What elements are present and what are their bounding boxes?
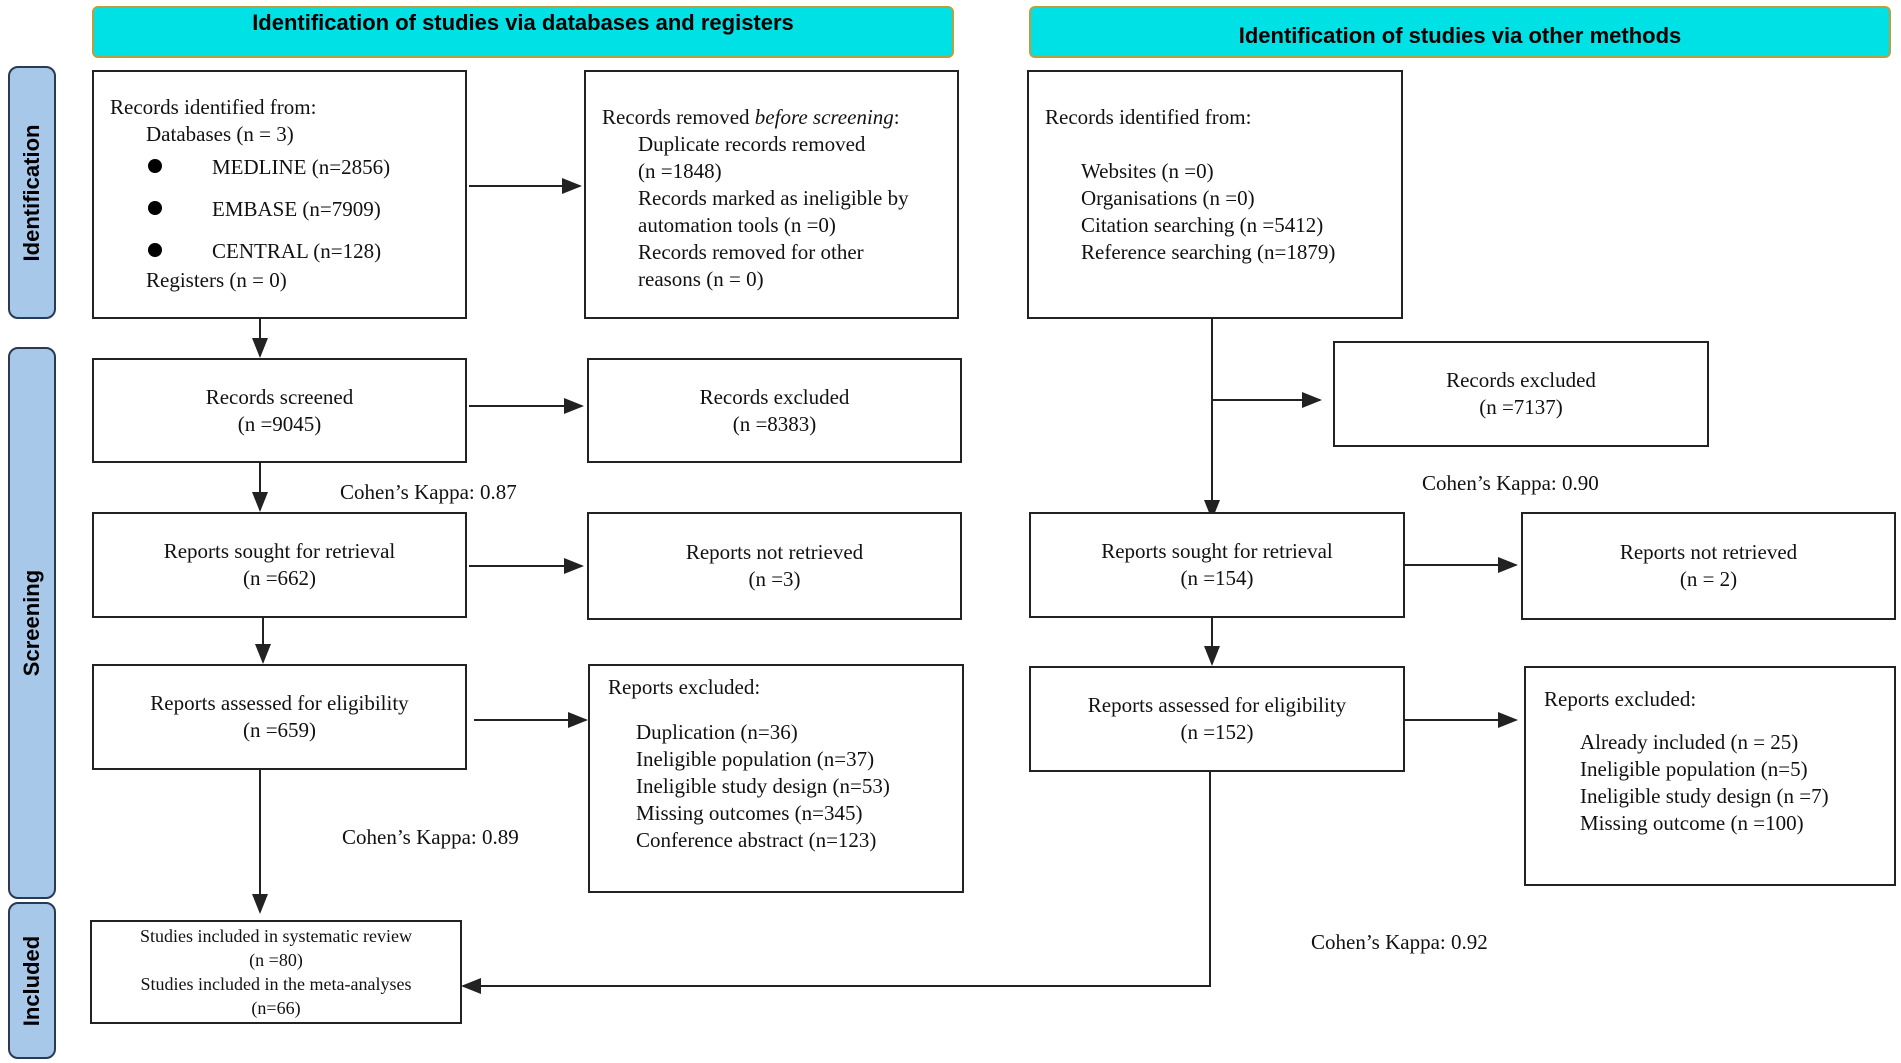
included-meta-label: Studies included in the meta-analyses — [140, 974, 412, 994]
records-identified-title: Records identified from: — [110, 95, 317, 119]
included-review-count: (n =80) — [249, 950, 303, 970]
included-review-label: Studies included in systematic review — [140, 926, 412, 946]
stage-screening: Screening — [8, 347, 56, 899]
records-excluded-box: Records excluded (n =8383) — [587, 358, 962, 463]
registers-count: Registers (n = 0) — [146, 268, 287, 292]
other-source-item: Organisations (n =0) — [1081, 186, 1255, 210]
kappa-eligibility-left: Cohen’s Kappa: 0.89 — [342, 825, 519, 849]
records-excluded-label: Records excluded — [699, 384, 850, 409]
reports-assessed-other-label: Reports assessed for eligibility — [1087, 693, 1347, 717]
reports-sought-other-box: Reports sought for retrieval (n =154) — [1029, 512, 1405, 618]
stage-identification: Identification — [8, 66, 56, 319]
reports-assessed-other-count: (n =152) — [1180, 720, 1254, 744]
reports-not-retrieved-other-count: (n = 2) — [1679, 567, 1738, 591]
reports-excluded-item: Ineligible population (n=37) — [636, 747, 875, 771]
records-removed-title: Records removed before screening: — [602, 105, 900, 129]
included-meta-count: (n=66) — [251, 998, 301, 1018]
reports-sought-other-count: (n =154) — [1180, 566, 1254, 590]
reports-excluded-other-item: Ineligible population (n=5) — [1580, 757, 1808, 781]
kappa-eligibility-right: Cohen’s Kappa: 0.92 — [1311, 930, 1488, 954]
reports-excluded-other-box: Reports excluded: Already included (n = … — [1524, 666, 1896, 886]
database-item-central: CENTRAL (n=128) — [110, 238, 465, 265]
bullet-icon — [148, 243, 162, 257]
removed-line: reasons (n = 0) — [638, 267, 764, 291]
removed-line: automation tools (n =0) — [638, 213, 836, 237]
reports-sought-label: Reports sought for retrieval — [163, 539, 396, 563]
reports-not-retrieved-box: Reports not retrieved (n =3) — [587, 512, 962, 620]
records-excluded-other-label: Records excluded — [1446, 368, 1596, 392]
records-screened-box: Records screened (n =9045) — [92, 358, 467, 463]
records-excluded-count: (n =8383) — [732, 411, 817, 436]
reports-assessed-label: Reports assessed for eligibility — [150, 691, 409, 715]
reports-assessed-count: (n =659) — [242, 718, 317, 742]
records-excluded-other-count: (n =7137) — [1479, 395, 1563, 419]
reports-assessed-other-box: Reports assessed for eligibility (n =152… — [1029, 666, 1405, 772]
records-excluded-other-box: Records excluded (n =7137) — [1333, 341, 1709, 447]
records-identified-other-title: Records identified from: — [1045, 105, 1252, 129]
stage-included: Included — [8, 902, 56, 1059]
databases-count: Databases (n = 3) — [146, 122, 294, 146]
reports-not-retrieved-label: Reports not retrieved — [685, 540, 864, 564]
records-identified-databases-box: Records identified from: Databases (n = … — [92, 70, 467, 319]
reports-excluded-box: Reports excluded: Duplication (n=36) Ine… — [588, 664, 964, 893]
kappa-screening-right: Cohen’s Kappa: 0.90 — [1422, 471, 1599, 495]
removed-line: Duplicate records removed — [638, 132, 866, 156]
reports-excluded-item: Duplication (n=36) — [636, 720, 798, 744]
records-screened-label: Records screened — [205, 384, 354, 409]
reports-excluded-other-title: Reports excluded: — [1544, 687, 1697, 711]
reports-assessed-box: Reports assessed for eligibility (n =659… — [92, 664, 467, 770]
database-item-medline: MEDLINE (n=2856) — [110, 154, 465, 181]
reports-excluded-item: Conference abstract (n=123) — [636, 828, 877, 852]
other-methods-section-header: Identification of studies via other meth… — [1029, 6, 1891, 58]
reports-excluded-other-item: Ineligible study design (n =7) — [1580, 784, 1829, 808]
records-identified-other-box: Records identified from: Websites (n =0)… — [1027, 70, 1403, 319]
reports-sought-box: Reports sought for retrieval (n =662) — [92, 512, 467, 618]
reports-sought-other-label: Reports sought for retrieval — [1101, 539, 1333, 563]
removed-line: (n =1848) — [638, 159, 722, 183]
database-item-embase: EMBASE (n=7909) — [110, 196, 465, 223]
databases-section-header: Identification of studies via databases … — [92, 6, 954, 58]
kappa-screening-left: Cohen’s Kappa: 0.87 — [340, 480, 517, 504]
bullet-icon — [148, 159, 162, 173]
reports-not-retrieved-other-label: Reports not retrieved — [1619, 540, 1798, 564]
records-removed-box: Records removed before screening: Duplic… — [584, 70, 959, 319]
other-source-item: Citation searching (n =5412) — [1081, 213, 1324, 237]
records-screened-count: (n =9045) — [237, 411, 322, 436]
bullet-icon — [148, 201, 162, 215]
reports-excluded-title: Reports excluded: — [608, 675, 761, 699]
reports-excluded-item: Ineligible study design (n=53) — [636, 774, 890, 798]
reports-not-retrieved-count: (n =3) — [748, 567, 801, 591]
reports-sought-count: (n =662) — [242, 566, 317, 590]
removed-line: Records removed for other — [638, 240, 864, 264]
removed-line: Records marked as ineligible by — [638, 186, 909, 210]
other-source-item: Websites (n =0) — [1081, 159, 1214, 183]
other-source-item: Reference searching (n=1879) — [1081, 240, 1336, 264]
reports-excluded-other-item: Missing outcome (n =100) — [1580, 811, 1804, 835]
reports-excluded-item: Missing outcomes (n=345) — [636, 801, 863, 825]
reports-not-retrieved-other-box: Reports not retrieved (n = 2) — [1521, 512, 1896, 620]
reports-excluded-other-item: Already included (n = 25) — [1580, 730, 1799, 754]
studies-included-box: Studies included in systematic review (n… — [90, 920, 462, 1024]
